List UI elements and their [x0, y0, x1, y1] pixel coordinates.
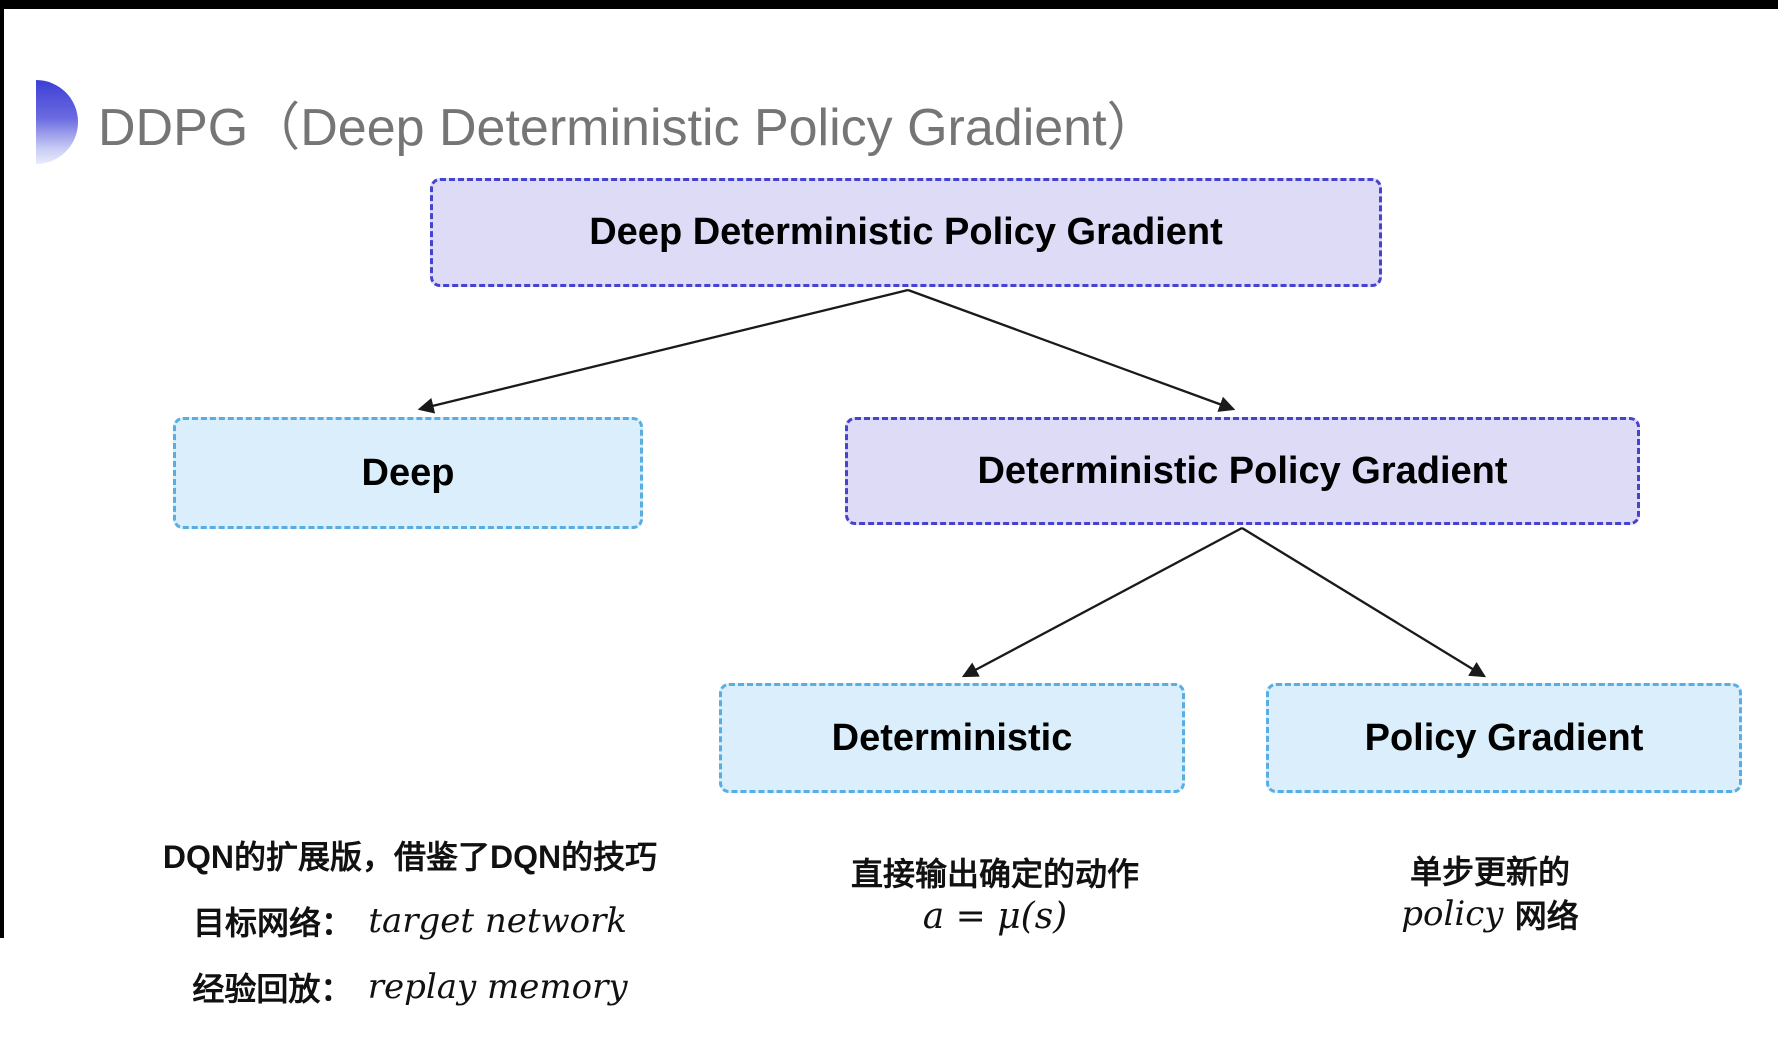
node-label: Deterministic Policy Gradient — [977, 449, 1508, 492]
node-label: Deterministic — [831, 716, 1073, 759]
note-line: policy 网络 — [1290, 892, 1690, 936]
note-term: replay memory — [367, 967, 628, 1007]
note-label: 经验回放： — [192, 971, 353, 1007]
half-circle-bullet-icon — [36, 80, 78, 164]
node-deep-deterministic-policy-gradient: Deep Deterministic Policy Gradient — [430, 178, 1382, 287]
arrow-root-to-deep — [417, 288, 909, 414]
arrow-dpg-to-policy-gradient — [1241, 527, 1487, 678]
note-formula: a = μ(s) — [922, 895, 1068, 937]
left-border-line — [0, 0, 4, 938]
node-label: Deep Deterministic Policy Gradient — [589, 211, 1223, 253]
note-line: 单步更新的 — [1409, 854, 1570, 890]
node-deterministic: Deterministic — [719, 683, 1185, 793]
note-line: 直接输出确定的动作 — [850, 856, 1139, 892]
arrow-dpg-to-deterministic — [961, 526, 1243, 678]
note-rest: 网络 — [1514, 898, 1579, 934]
note-line: 目标网络： target network — [130, 888, 690, 954]
node-deep: Deep — [173, 417, 643, 529]
node-deterministic-policy-gradient: Deterministic Policy Gradient — [845, 417, 1640, 525]
note-line: 经验回放： replay memory — [130, 954, 690, 1020]
note-deep-dqn: DQN的扩展版，借鉴了DQN的技巧 目标网络： target network 经… — [130, 822, 690, 1020]
top-border-line — [0, 0, 1778, 9]
note-term: policy — [1401, 894, 1504, 934]
note-deterministic: 直接输出确定的动作 a = μ(s) — [795, 850, 1195, 938]
note-policy-gradient: 单步更新的 policy 网络 — [1290, 848, 1690, 936]
title-row: DDPG（Deep Deterministic Policy Gradient） — [36, 80, 1159, 164]
note-term: target network — [368, 901, 627, 941]
node-policy-gradient: Policy Gradient — [1266, 683, 1742, 793]
node-label: Deep — [361, 451, 455, 494]
arrow-root-to-dpg — [907, 288, 1236, 412]
page-title: DDPG（Deep Deterministic Policy Gradient） — [98, 98, 1159, 157]
note-line: DQN的扩展版，借鉴了DQN的技巧 — [162, 839, 658, 875]
note-label: 目标网络： — [193, 905, 354, 941]
node-label: Policy Gradient — [1364, 716, 1644, 759]
